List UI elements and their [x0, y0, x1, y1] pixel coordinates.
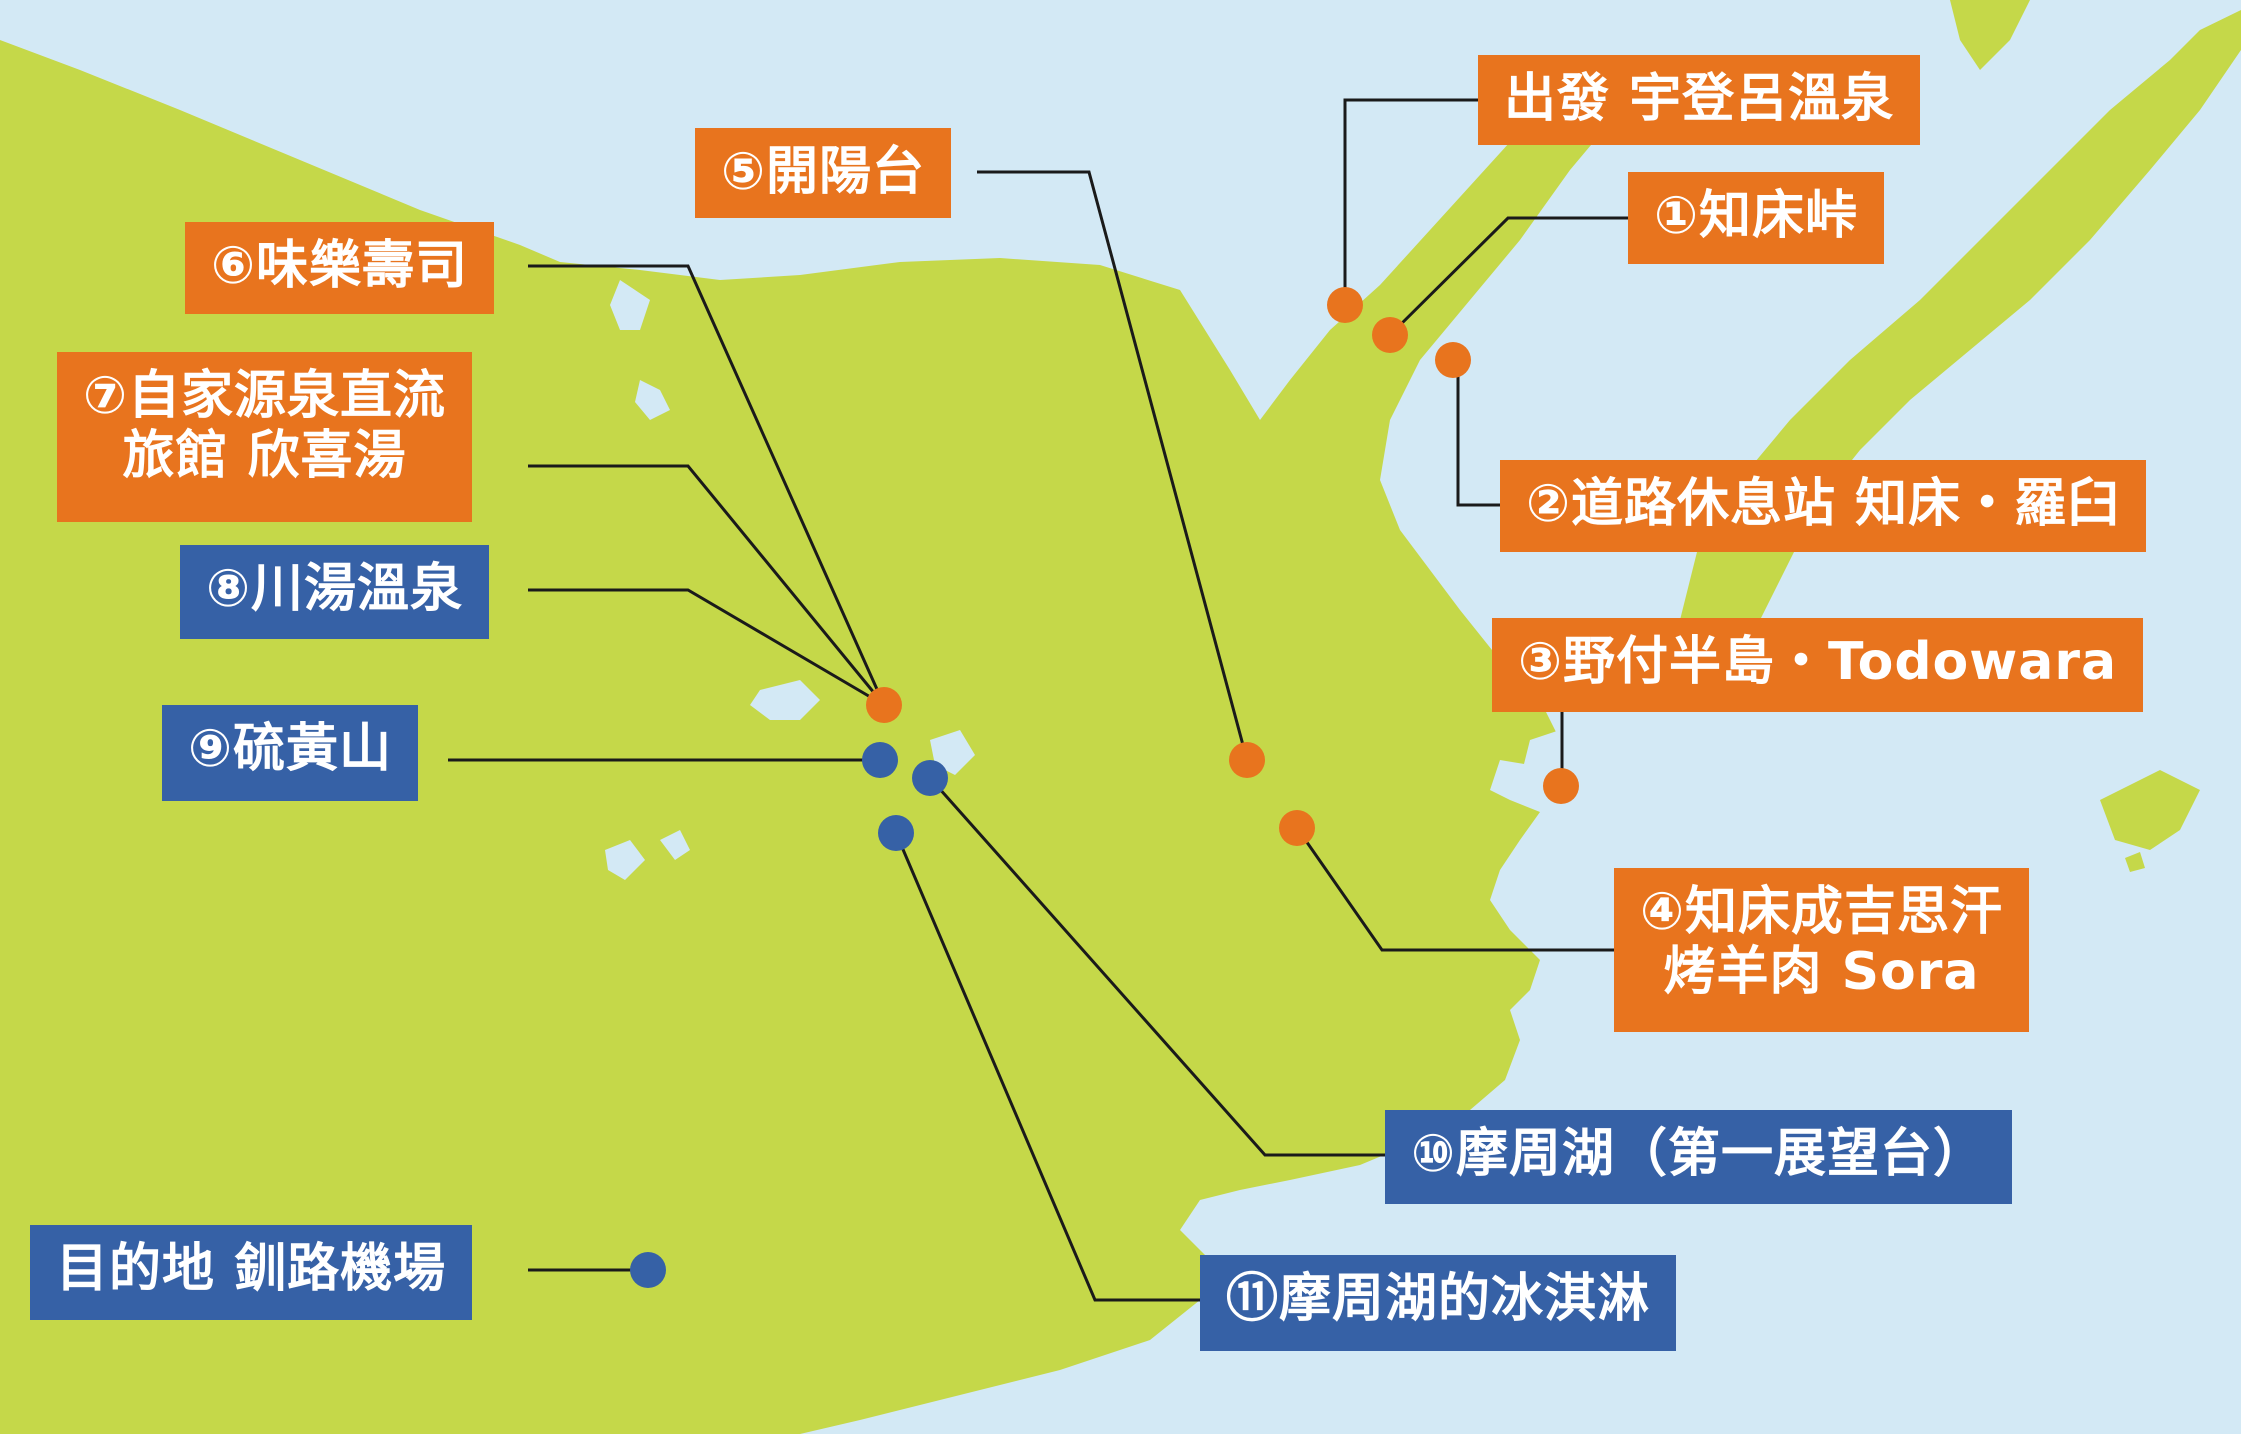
marker-p1[interactable] [1372, 317, 1408, 353]
label-text-line2: 烤羊肉 Sora [1663, 942, 1980, 1002]
label-text: ⑧川湯溫泉 [206, 559, 464, 619]
label-text: ⑥味樂壽司 [211, 236, 469, 296]
lake [750, 680, 820, 720]
marker-p3[interactable] [1543, 768, 1579, 804]
label-text: ③野付半島・Todowara [1518, 632, 2118, 692]
shiretoko-tip [1950, 0, 2030, 70]
label-text: ②道路休息站 知床・羅臼 [1526, 474, 2121, 534]
leader-p7 [528, 464, 886, 706]
marker-p11[interactable] [878, 815, 914, 851]
leader-p6 [528, 264, 886, 706]
leader-p1 [1388, 216, 1628, 337]
marker-p10[interactable] [912, 760, 948, 796]
label-text: ⑪摩周湖的冰淇淋 [1226, 1269, 1651, 1329]
leader-p5 [977, 170, 1249, 761]
label-goal[interactable]: 目的地 釧路機場 [30, 1225, 473, 1320]
lake [610, 280, 650, 330]
label-p6[interactable]: ⑥味樂壽司 [185, 222, 495, 314]
leader-p8 [528, 588, 885, 707]
label-text-line2: 旅館 欣喜湯 [122, 426, 407, 486]
leader-lines [448, 98, 1628, 1302]
label-p10[interactable]: ⑩摩周湖（第一展望台） [1385, 1110, 2013, 1204]
small-island [2100, 770, 2200, 850]
label-p8[interactable]: ⑧川湯溫泉 [180, 545, 490, 639]
leader-start [1343, 98, 1478, 305]
marker-p2[interactable] [1435, 342, 1471, 378]
label-text: ⑩摩周湖（第一展望台） [1411, 1124, 1987, 1184]
marker-p4[interactable] [1279, 810, 1315, 846]
marker-p678[interactable] [866, 687, 902, 723]
label-p9[interactable]: ⑨硫黃山 [162, 705, 419, 801]
small-island [2125, 852, 2145, 872]
label-p7[interactable]: ⑦自家源泉直流 旅館 欣喜湯 [57, 352, 473, 522]
label-text-line1: ④知床成吉思汗 [1640, 882, 2004, 942]
lake [635, 380, 670, 420]
leader-p11 [894, 832, 1200, 1302]
marker-goal[interactable] [630, 1252, 666, 1288]
label-text: 目的地 釧路機場 [56, 1239, 447, 1299]
marker-p5[interactable] [1229, 742, 1265, 778]
label-p5[interactable]: ⑤開陽台 [695, 128, 952, 218]
leader-p10 [928, 777, 1385, 1157]
label-p11[interactable]: ⑪摩周湖的冰淇淋 [1200, 1255, 1677, 1351]
label-p3[interactable]: ③野付半島・Todowara [1492, 618, 2144, 712]
marker-p9[interactable] [862, 742, 898, 778]
lake [660, 830, 690, 860]
label-text: ①知床峠 [1654, 186, 1859, 246]
leader-p2 [1456, 360, 1500, 507]
label-text: ⑨硫黃山 [188, 719, 393, 779]
label-p2[interactable]: ②道路休息站 知床・羅臼 [1500, 460, 2147, 552]
leader-p4 [1295, 827, 1614, 952]
label-p1[interactable]: ①知床峠 [1628, 172, 1885, 264]
label-start[interactable]: 出發 宇登呂溫泉 [1478, 55, 1921, 145]
label-text: ⑤開陽台 [721, 142, 926, 202]
label-text: 出發 宇登呂溫泉 [1504, 69, 1895, 129]
markers [630, 287, 1579, 1288]
lake [605, 840, 645, 880]
marker-start[interactable] [1327, 287, 1363, 323]
label-text-line1: ⑦自家源泉直流 [83, 366, 447, 426]
label-p4[interactable]: ④知床成吉思汗 烤羊肉 Sora [1614, 868, 2030, 1032]
lake [930, 730, 975, 775]
